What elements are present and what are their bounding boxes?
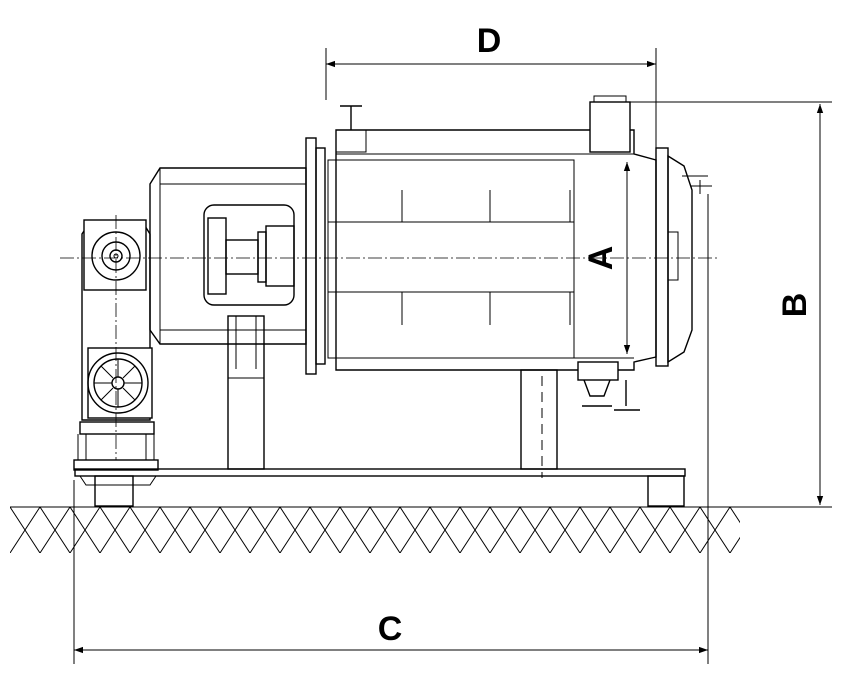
bearing-housing [149, 167, 307, 345]
dimension-label-b: B [776, 293, 814, 318]
main-vessel [305, 95, 712, 411]
centerlines [60, 215, 718, 478]
ground-hatching [10, 506, 832, 553]
dimension-label-a: A [582, 246, 620, 271]
dimension-label-d: D [477, 22, 502, 60]
dimension-lines [73, 48, 832, 664]
dimension-label-c: C [378, 610, 403, 648]
drive-motor-assembly [73, 219, 159, 486]
